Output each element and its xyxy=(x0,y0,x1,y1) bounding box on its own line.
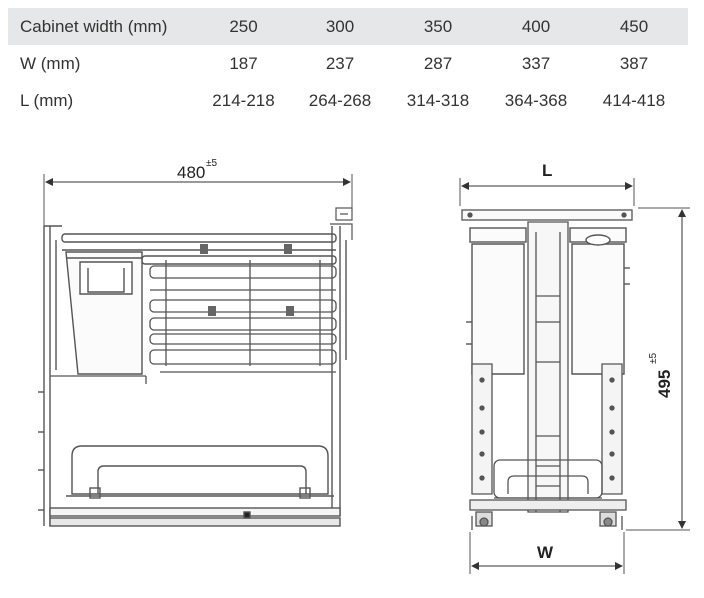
left-bin xyxy=(466,227,527,375)
waste-bin xyxy=(65,251,143,375)
front-bottom-basket xyxy=(493,459,603,499)
width-dim-tolerance: ±5 xyxy=(206,158,217,169)
dimension-table: Cabinet width (mm) 250 300 350 400 450 W… xyxy=(8,8,688,119)
table-cell: 337 xyxy=(521,53,551,73)
bottom-basket xyxy=(66,445,334,499)
table-header-row: Cabinet width (mm) 250 300 350 400 450 xyxy=(8,8,688,45)
header-cell: 350 xyxy=(423,16,453,36)
table-row-w: W (mm) 187 237 287 337 387 xyxy=(8,45,688,82)
height-dimension-line: 495 ±5 xyxy=(626,207,690,531)
right-side-rail xyxy=(601,363,623,495)
length-dim-label: L xyxy=(542,161,552,180)
shelf-hooks xyxy=(200,244,294,316)
table-cell: 364-368 xyxy=(504,90,568,110)
base-slide xyxy=(49,507,341,527)
header-cell: 400 xyxy=(521,16,551,36)
lower-frame xyxy=(50,375,147,384)
table-cell: 287 xyxy=(423,53,453,73)
front-base-runners xyxy=(469,499,627,530)
front-view: L xyxy=(459,161,690,574)
length-dimension-line: L xyxy=(459,161,635,206)
table-cell: 414-418 xyxy=(602,90,666,110)
width-dimension-line: 480 ±5 xyxy=(43,158,353,232)
table-cell: 314-318 xyxy=(406,90,470,110)
table-cell: 264-268 xyxy=(308,90,372,110)
header-cell: 450 xyxy=(619,16,649,36)
row-label: W (mm) xyxy=(20,53,81,73)
header-cell: 300 xyxy=(325,16,355,36)
right-bin xyxy=(569,227,630,375)
header-cell: 250 xyxy=(229,16,258,36)
left-side-rail xyxy=(471,363,493,495)
row-label: L (mm) xyxy=(20,90,74,110)
height-dim-tolerance: ±5 xyxy=(648,353,659,364)
table-cell: 187 xyxy=(229,53,258,73)
table-cell: 214-218 xyxy=(212,90,275,110)
side-view: 480 ±5 xyxy=(38,158,353,527)
width-dim-label: 480 xyxy=(177,163,205,182)
table-row-l: L (mm) 214-218 264-268 314-318 364-368 4… xyxy=(8,82,688,119)
w-dim-label: W xyxy=(537,543,554,562)
front-frame xyxy=(331,226,347,516)
header-label: Cabinet width (mm) xyxy=(20,16,168,36)
table-cell: 387 xyxy=(619,53,649,73)
table-cell: 237 xyxy=(325,53,355,73)
height-dim-label: 495 xyxy=(655,370,674,398)
mount-bracket xyxy=(330,207,353,240)
center-column xyxy=(527,221,569,513)
top-mount-plate xyxy=(461,209,633,221)
w-dimension-line: W xyxy=(469,532,625,574)
shelf-baskets xyxy=(149,260,337,373)
